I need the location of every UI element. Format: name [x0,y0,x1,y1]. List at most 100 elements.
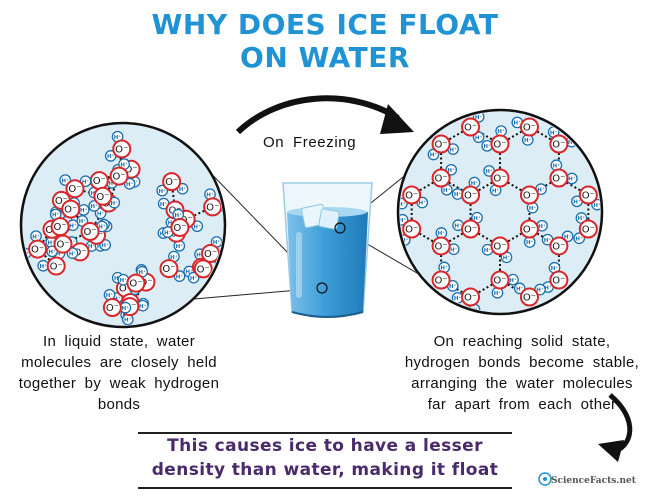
svg-text:H⁺: H⁺ [69,250,77,257]
water [287,212,368,317]
svg-text:H⁺: H⁺ [564,234,572,241]
oxygen-atom: O⁻ [519,219,539,239]
water-molecule: H⁺H⁺O⁻ [481,236,513,264]
conclusion-line-2: density than water, making it float [151,460,499,480]
water-molecule: H⁺H⁺O⁻ [46,234,79,259]
title-line-1: WHY DOES ICE FLOAT [151,8,499,41]
oxygen-atom: O⁻ [490,134,510,154]
svg-text:O⁻: O⁻ [54,222,67,233]
oxygen-atom: O⁻ [93,186,113,206]
water-molecule: H⁺H⁺O⁻ [451,287,481,312]
svg-text:O⁻: O⁻ [405,225,418,236]
oxygen-atom: O⁻ [461,219,481,239]
hydrogen-atom: H⁺ [435,227,448,239]
svg-text:H⁺: H⁺ [88,243,96,250]
freezing-arrow [235,95,400,135]
water-molecule: H⁺H⁺O⁻ [431,227,460,256]
water-molecule: H⁺H⁺O⁻ [102,288,132,318]
svg-text:H⁺: H⁺ [107,153,115,160]
svg-text:H⁺: H⁺ [196,251,204,258]
oxygen-atom: O⁻ [126,273,146,293]
oxygen-atom: O⁻ [162,172,182,192]
svg-text:H⁺: H⁺ [120,277,128,284]
oxygen-atom: O⁻ [431,270,451,290]
water-molecule: H⁺H⁺O⁻ [203,188,223,217]
water-molecule: H⁺H⁺O⁻ [451,176,481,205]
svg-text:H⁺: H⁺ [516,286,524,293]
water-molecule: H⁺H⁺O⁻ [431,261,459,292]
oxygen-atom: O⁻ [61,199,81,219]
svg-text:H⁺: H⁺ [174,212,182,219]
svg-text:O⁻: O⁻ [435,276,448,287]
svg-text:H⁺: H⁺ [399,217,407,224]
svg-text:H⁺: H⁺ [138,269,146,276]
svg-text:H⁺: H⁺ [176,243,184,250]
solid-caption: On reaching solid state, hydrogen bonds … [404,333,640,413]
oxygen-atom: O⁻ [203,197,223,217]
svg-text:O⁻: O⁻ [464,293,477,304]
oxygen-atom: O⁻ [461,287,481,307]
svg-text:H⁺: H⁺ [398,201,406,208]
svg-text:O⁻: O⁻ [552,276,565,287]
oxygen-atom: O⁻ [490,168,510,188]
conclusion-line-1: This causes ice to have a lesser [167,436,483,456]
water-molecule: H⁺H⁺O⁻ [37,247,66,276]
svg-text:H⁺: H⁺ [139,303,147,310]
brand-logo [538,472,552,486]
water-molecule: H⁺H⁺O⁻ [513,282,546,307]
oxygen-atom: O⁻ [490,270,510,290]
oxygen-atom: O⁻ [46,256,66,276]
water-molecule: H⁺H⁺O⁻ [109,158,136,190]
oxygen-atom: O⁻ [109,166,129,186]
svg-text:H⁺: H⁺ [160,201,168,208]
oxygen-atom: O⁻ [402,185,422,205]
svg-text:O⁻: O⁻ [93,176,106,187]
svg-text:O⁻: O⁻ [493,174,506,185]
water-molecule: H⁺H⁺O⁻ [431,163,458,196]
svg-text:O⁻: O⁻ [206,202,219,213]
oxygen-atom: O⁻ [578,219,598,239]
svg-text:H⁺: H⁺ [401,237,409,244]
oxygen-atom: O⁻ [170,218,190,238]
svg-text:H⁺: H⁺ [164,229,172,236]
freezing-label: On Freezing [263,134,357,151]
svg-text:H⁺: H⁺ [454,295,462,302]
svg-text:H⁺: H⁺ [213,239,221,246]
svg-text:H⁺: H⁺ [124,317,132,324]
svg-text:O⁻: O⁻ [493,276,506,287]
oxygen-atom: O⁻ [549,236,569,256]
oxygen-atom: O⁻ [549,134,569,154]
oxygen-atom: O⁻ [519,117,539,137]
svg-text:H⁺: H⁺ [170,254,178,261]
oxygen-atom: O⁻ [549,168,569,188]
svg-text:O⁻: O⁻ [173,223,186,234]
water-molecule: H⁺H⁺O⁻ [490,270,519,299]
svg-text:O⁻: O⁻ [464,191,477,202]
svg-text:H⁺: H⁺ [449,283,457,290]
svg-text:H⁺: H⁺ [544,237,552,244]
svg-text:H⁺: H⁺ [98,224,106,231]
svg-text:H⁺: H⁺ [578,215,586,222]
svg-text:H⁺: H⁺ [538,223,546,230]
svg-text:H⁺: H⁺ [82,178,90,185]
svg-text:H⁺: H⁺ [69,222,77,229]
svg-text:O⁻: O⁻ [112,172,125,183]
svg-text:H⁺: H⁺ [544,284,552,291]
svg-text:O⁻: O⁻ [523,225,536,236]
svg-text:H⁺: H⁺ [168,220,176,227]
water-molecule: H⁺H⁺O⁻ [519,219,548,248]
zoom-point-ice [334,222,346,234]
svg-text:H⁺: H⁺ [32,233,40,240]
svg-text:H⁺: H⁺ [526,239,534,246]
svg-text:H⁺: H⁺ [550,129,558,136]
svg-text:H⁺: H⁺ [485,168,493,175]
svg-text:O⁻: O⁻ [493,140,506,151]
oxygen-atom: O⁻ [102,298,122,318]
svg-text:O⁻: O⁻ [435,174,448,185]
svg-text:H⁺: H⁺ [503,254,511,261]
svg-text:H⁺: H⁺ [39,263,47,270]
svg-text:H⁺: H⁺ [524,137,532,144]
water-molecule: H⁺H⁺O⁻ [104,130,132,162]
water-glass [282,182,373,318]
svg-text:O⁻: O⁻ [552,174,565,185]
